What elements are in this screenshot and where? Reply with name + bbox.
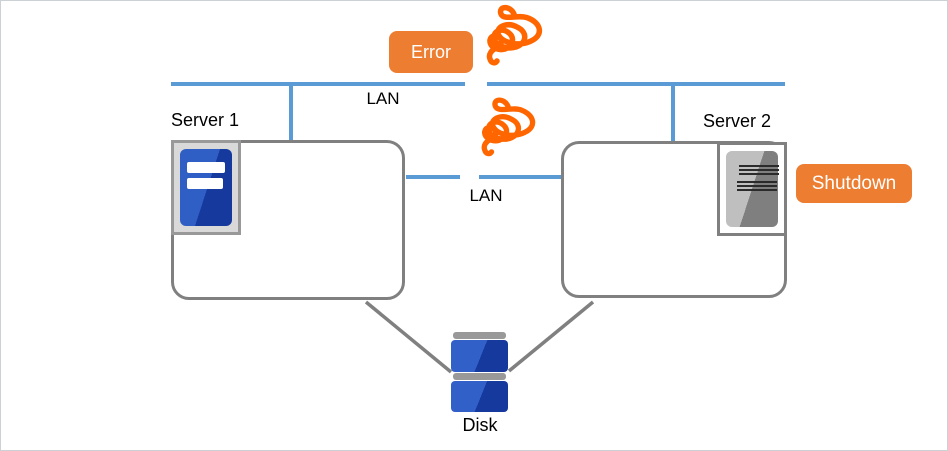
lan-top-label: LAN <box>366 89 400 108</box>
shutdown-badge-label: Shutdown <box>811 172 897 194</box>
server2-lan-connector <box>671 85 675 142</box>
server1-tower-icon <box>171 140 241 235</box>
server1-lan-connector <box>289 85 293 140</box>
broken-connection-icon <box>486 4 542 66</box>
server2-vent-slot <box>739 165 779 175</box>
disk-cap <box>453 332 506 339</box>
disk-stack-icon <box>451 332 508 412</box>
server1-drive-slot <box>187 178 223 189</box>
disk-label: Disk <box>462 415 498 435</box>
lan-interconnect-label: LAN <box>469 186 503 205</box>
server1-tower-body <box>180 149 232 226</box>
interconnect-line-left-segment <box>406 175 460 179</box>
error-badge: Error <box>389 31 473 73</box>
server2-tower-body <box>726 151 779 227</box>
disk-connector-lines <box>364 300 595 374</box>
error-badge-label: Error <box>411 41 451 62</box>
broken-connection-icon <box>481 97 536 157</box>
server2-tower-icon <box>717 142 787 236</box>
interconnect-line-right-segment <box>479 175 561 179</box>
disk-cap <box>453 373 506 380</box>
server2-label: Server 2 <box>703 111 772 131</box>
server1-label: Server 1 <box>171 110 240 130</box>
disk-platter <box>451 340 508 372</box>
server2-vent-slot <box>737 181 777 192</box>
lan-top-line-left-segment <box>171 82 465 86</box>
shutdown-badge: Shutdown <box>796 164 912 203</box>
server1-drive-slot <box>187 162 225 173</box>
disk-platter <box>451 381 508 412</box>
lan-top-line-right-segment <box>487 82 785 86</box>
